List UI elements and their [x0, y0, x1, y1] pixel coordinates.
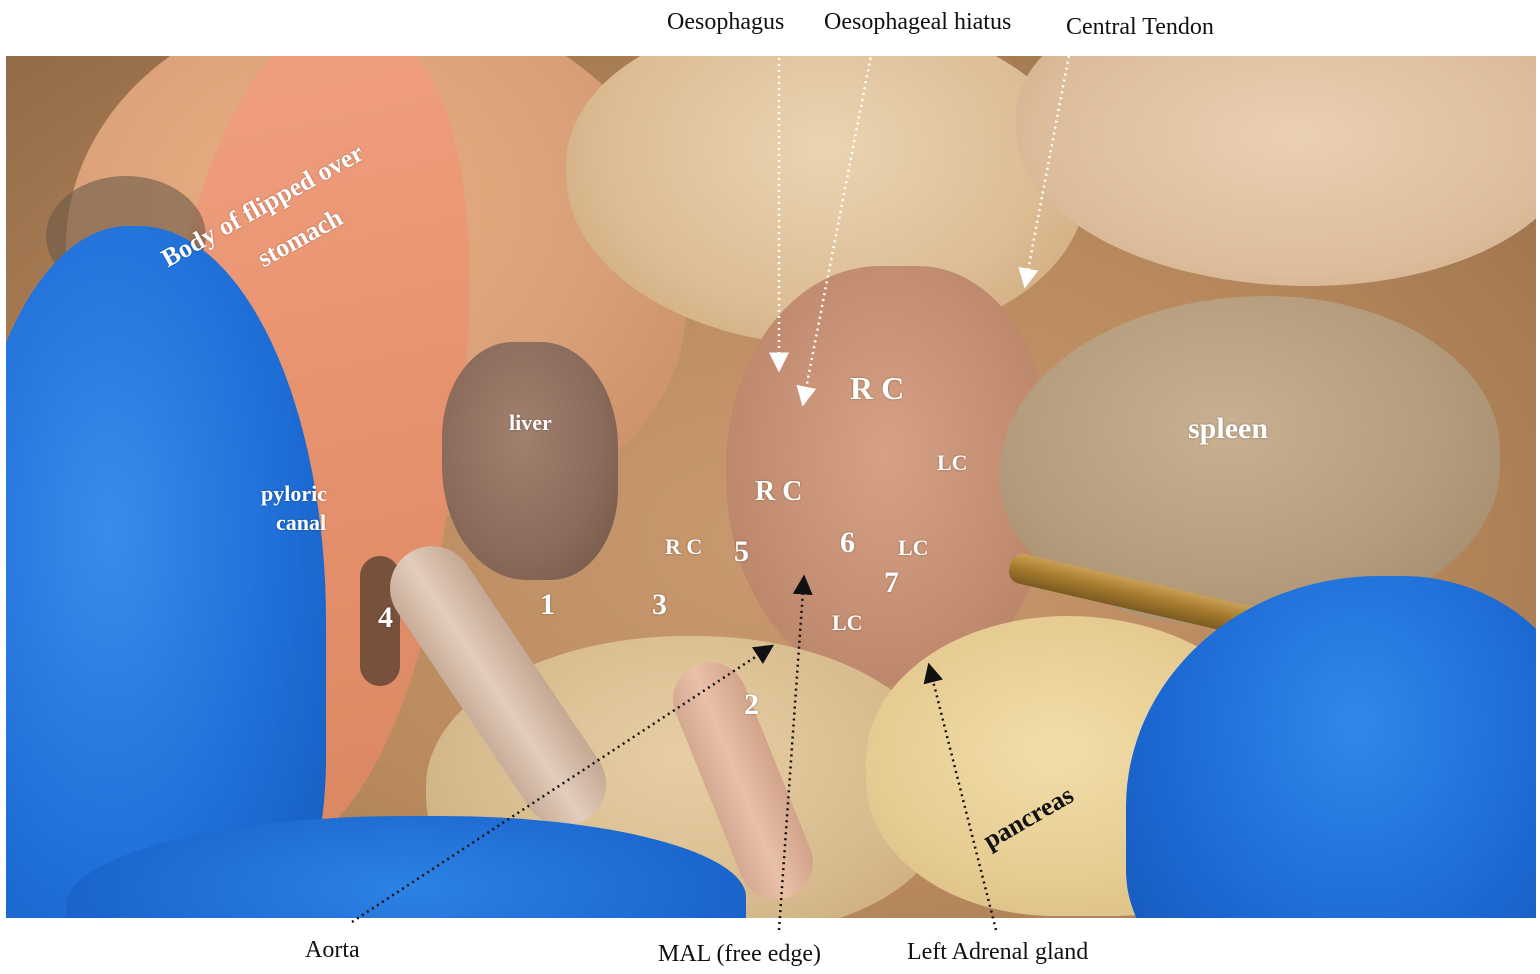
- pyloric-label-line1: pyloric: [261, 481, 327, 506]
- marker-5: 5: [734, 535, 749, 568]
- right-crus-label-left: R C: [665, 534, 703, 559]
- right-crus-label-mid: R C: [755, 476, 803, 507]
- left-crus-label-mid: LC: [898, 535, 929, 560]
- liver-region: [442, 342, 618, 580]
- marker-1: 1: [540, 588, 555, 621]
- mal-free-edge-caption: MAL (free edge): [658, 941, 822, 967]
- spleen-label: spleen: [1188, 412, 1269, 445]
- left-crus-label-top: LC: [937, 450, 968, 475]
- marker-3: 3: [652, 588, 667, 621]
- left-crus-label-low: LC: [832, 610, 863, 635]
- pyloric-label-line2: canal: [276, 510, 327, 535]
- liver-label: liver: [509, 410, 552, 435]
- marker-4: 4: [378, 601, 393, 634]
- central-tendon-caption: Central Tendon: [1066, 14, 1214, 40]
- oesophagus-caption: Oesophagus: [667, 9, 785, 35]
- marker-2: 2: [744, 688, 759, 721]
- aorta-caption: Aorta: [305, 937, 360, 963]
- right-crus-label-top: R C: [850, 370, 905, 406]
- dissection-photograph: [6, 56, 1536, 918]
- left-adrenal-gland-caption: Left Adrenal gland: [907, 939, 1089, 965]
- marker-6: 6: [840, 526, 855, 559]
- oesophageal-hiatus-caption: Oesophageal hiatus: [824, 9, 1012, 35]
- marker-7: 7: [884, 566, 899, 599]
